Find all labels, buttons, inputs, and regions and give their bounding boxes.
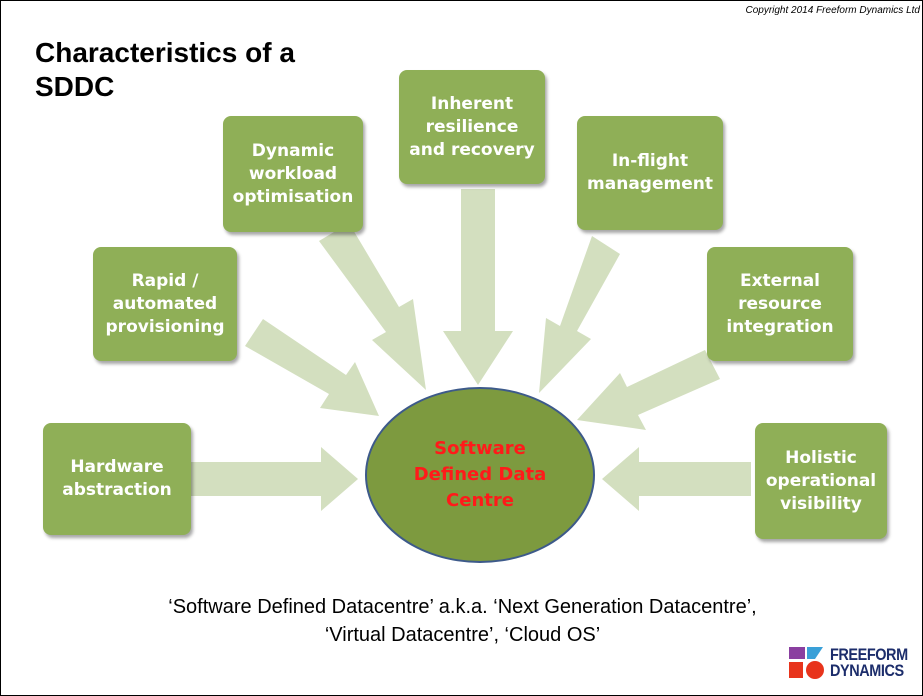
arrow-inflight-management (539, 236, 620, 393)
logo-line-1: FREEFORM (830, 645, 908, 664)
caption: ‘Software Defined Datacentre’ a.k.a. ‘Ne… (1, 593, 922, 649)
logo-wordmark: FREEFORM DYNAMICS (830, 645, 908, 680)
box-holistic-visibility-label: Holistic operational visibility (765, 447, 877, 514)
slide-title: Characteristics of a SDDC (35, 37, 295, 102)
box-inherent-resilience-label: Inherent resilience and recovery (409, 93, 535, 160)
box-hardware-abstraction: Hardware abstraction (43, 423, 191, 535)
box-dynamic-workload: Dynamic workload optimisation (223, 116, 363, 232)
box-hardware-abstraction-label: Hardware abstraction (62, 457, 172, 500)
box-inflight-management-label: In-flight management (587, 151, 713, 194)
center-node: Software Defined Data Centre (365, 387, 595, 563)
box-external-integration: External resource integration (707, 247, 853, 361)
box-inflight-management: In-flight management (577, 116, 723, 230)
copyright-notice: Copyright 2014 Freeform Dynamics Ltd (745, 5, 920, 16)
box-inherent-resilience: Inherent resilience and recovery (399, 70, 545, 184)
arrow-external-integration (577, 350, 720, 430)
logo-mark-icon (789, 647, 824, 679)
box-rapid-provisioning: Rapid / automated provisioning (93, 247, 237, 361)
center-node-label: Software Defined Data Centre (413, 438, 547, 511)
box-rapid-provisioning-label: Rapid / automated provisioning (105, 270, 225, 337)
box-dynamic-workload-label: Dynamic workload optimisation (232, 140, 354, 207)
arrow-dynamic-workload (319, 223, 426, 390)
caption-line-2: ‘Virtual Datacentre’, ‘Cloud OS’ (324, 624, 601, 646)
arrow-rapid-provisioning (245, 319, 379, 416)
box-holistic-visibility: Holistic operational visibility (755, 423, 887, 539)
caption-line-1: ‘Software Defined Datacentre’ a.k.a. ‘Ne… (168, 596, 757, 618)
box-external-integration-label: External resource integration (726, 270, 834, 337)
arrow-holistic-visibility (602, 447, 751, 511)
arrow-inherent-resilience (443, 189, 513, 385)
logo-line-2: DYNAMICS (830, 661, 904, 680)
arrow-hardware-abstraction (191, 447, 358, 511)
freeform-dynamics-logo: FREEFORM DYNAMICS (787, 645, 921, 681)
